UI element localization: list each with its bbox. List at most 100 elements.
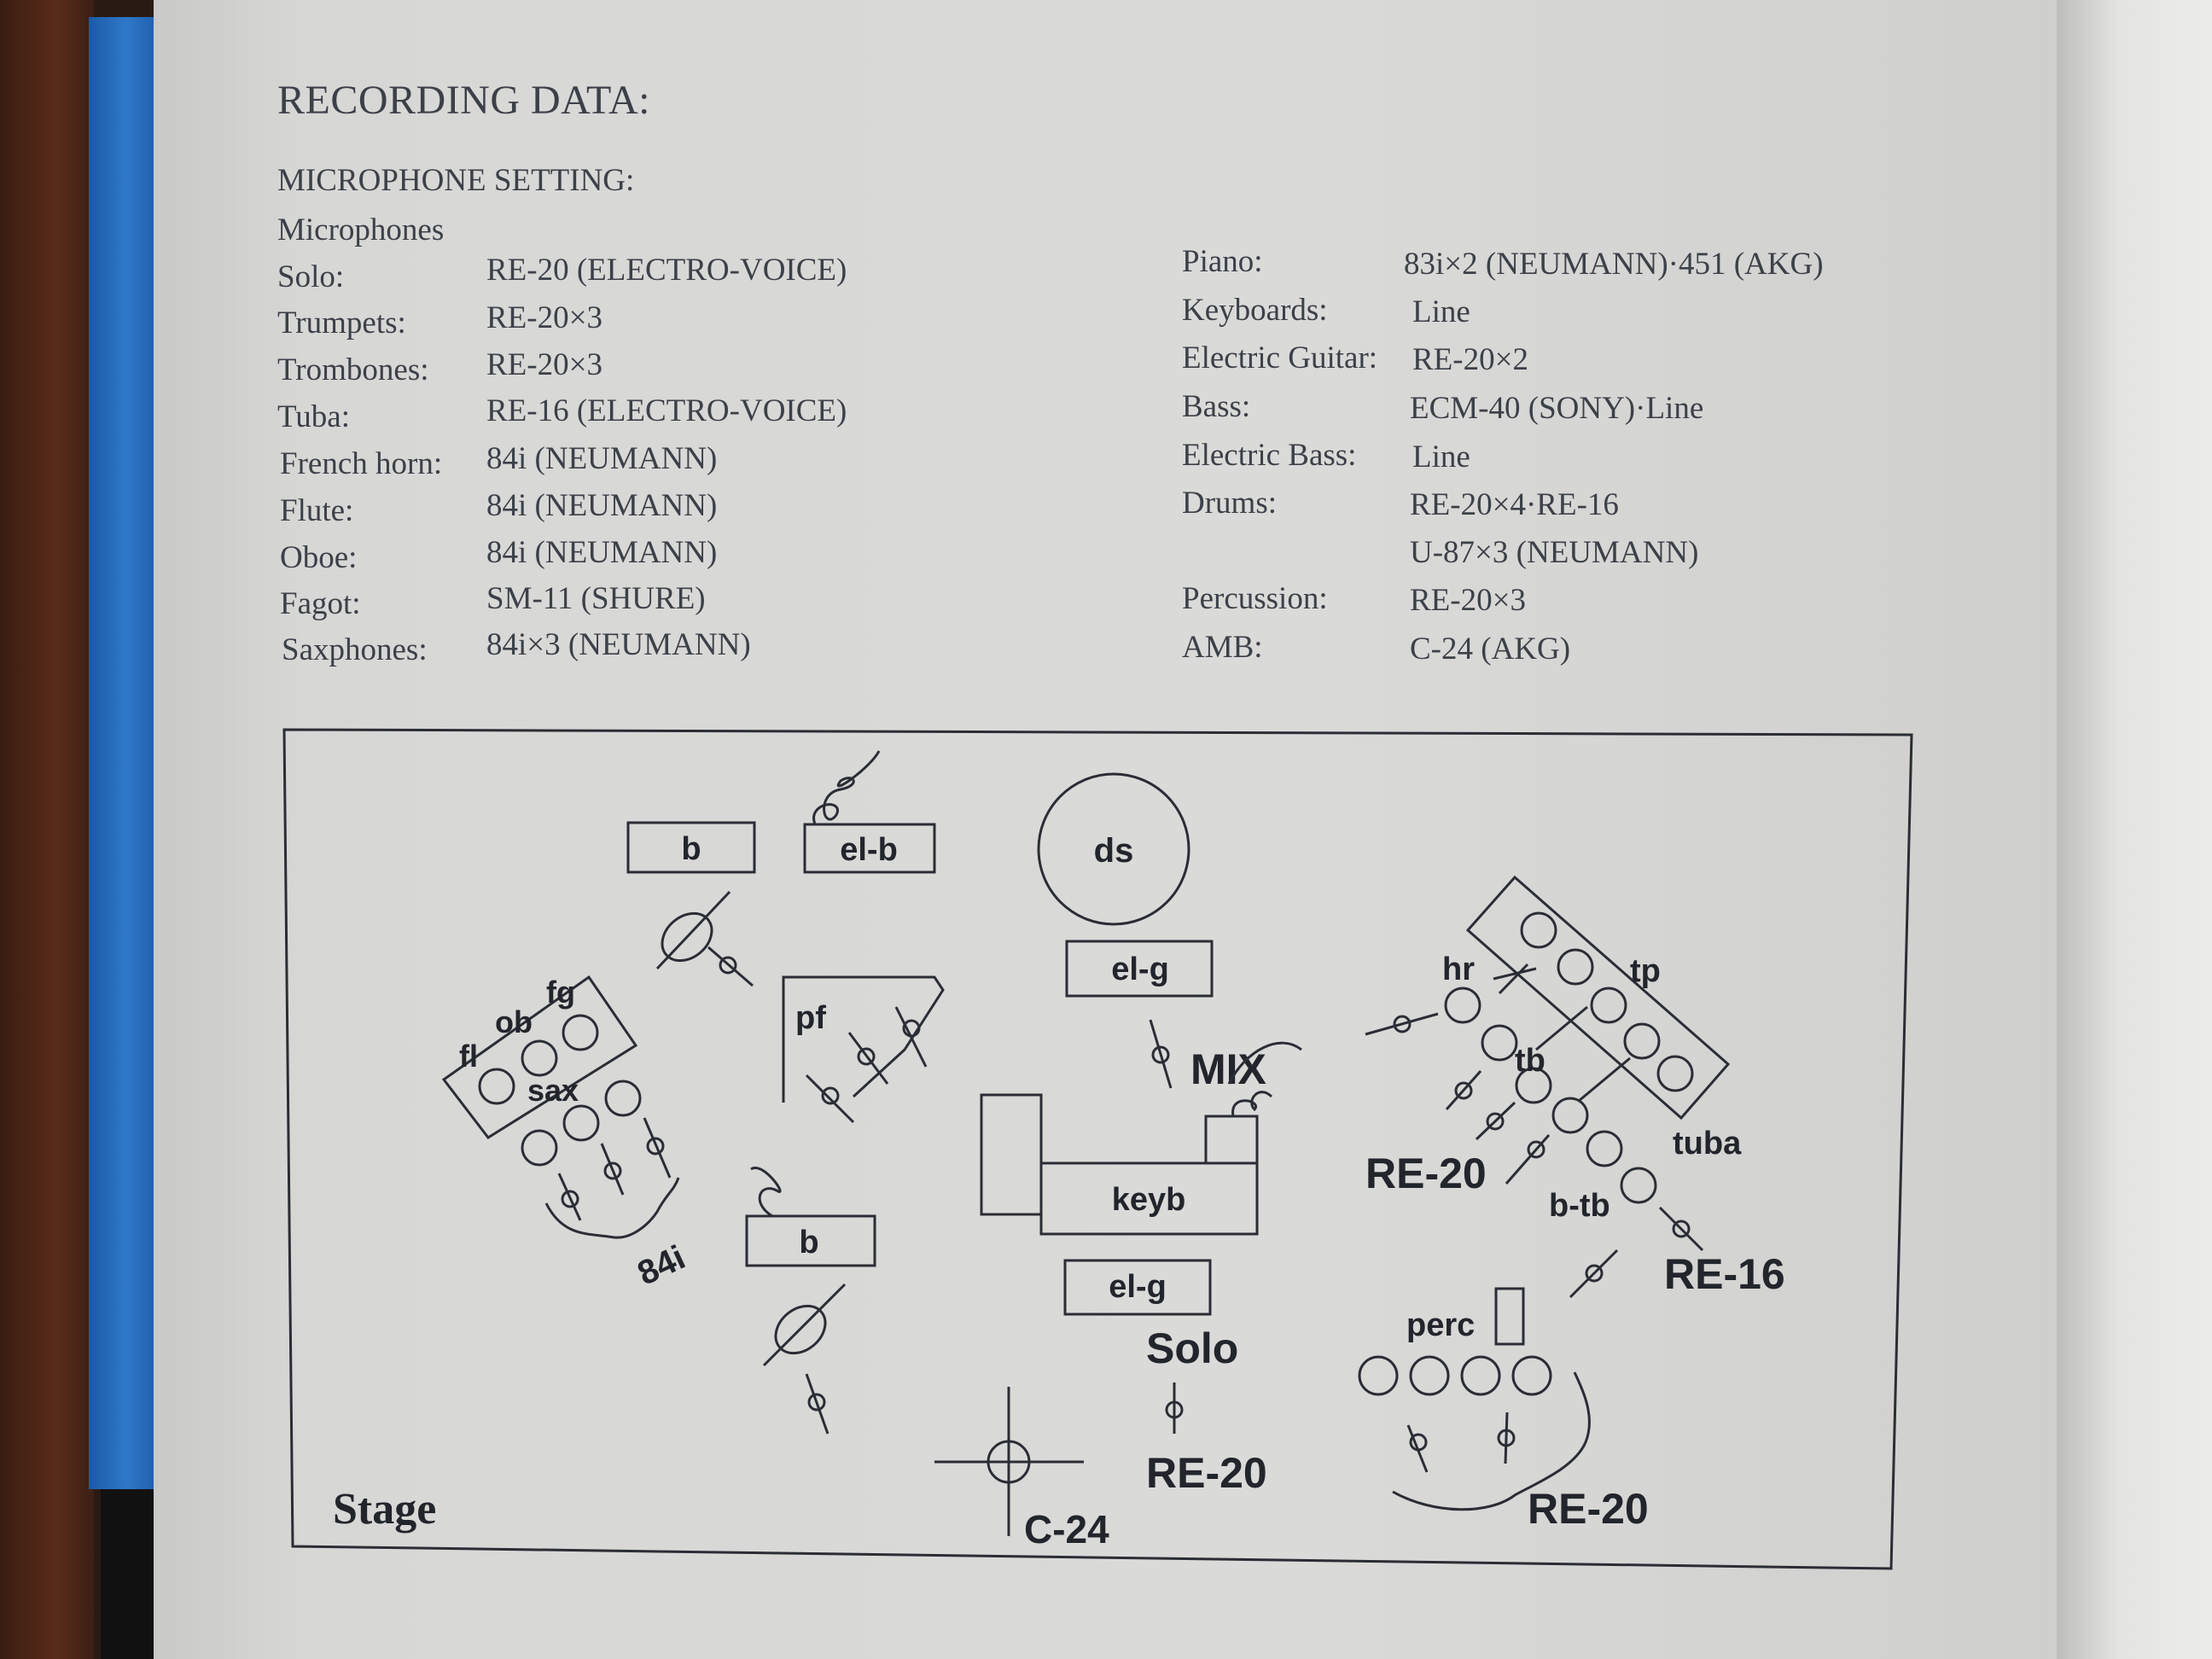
piano-outline <box>782 975 945 1103</box>
label-b-top: b <box>681 831 701 867</box>
sax-player-2-circle <box>562 1104 600 1142</box>
mic-value-keyboards: Line <box>1412 294 1470 329</box>
keyb-cable-icon <box>1231 1091 1273 1117</box>
keyboard-top-box <box>1204 1115 1259 1165</box>
b-tb-mic-icon <box>1569 1249 1619 1299</box>
label-pf: pf <box>795 1000 826 1036</box>
mic-label-electric-bass: Electric Bass: <box>1182 438 1357 473</box>
pf-mic-1-head-icon <box>821 1086 840 1105</box>
page-title: RECORDING DATA: <box>277 78 650 123</box>
perc-player-3-circle <box>1460 1355 1501 1396</box>
mic-value-flute: 84i (NEUMANN) <box>486 488 718 523</box>
el-b-box <box>803 823 936 874</box>
mic-value-electric-bass: Line <box>1412 439 1470 474</box>
label-fg: fg <box>546 975 575 1010</box>
label-b-bottom: b <box>799 1225 818 1260</box>
mic-label-trombones: Trombones: <box>277 352 429 387</box>
tb-mic-2-head-icon <box>1486 1112 1505 1131</box>
el-g-mic-head-icon <box>1151 1045 1170 1064</box>
booklet-page <box>154 0 2057 1659</box>
bass-mic-icon <box>707 946 754 987</box>
el-g-box-bottom <box>1063 1259 1212 1316</box>
tp-player-2-circle <box>1557 948 1594 986</box>
tb-mic-2-icon <box>1475 1101 1516 1141</box>
label-solo: Solo <box>1146 1324 1238 1372</box>
mic-label-piano: Piano: <box>1182 244 1263 279</box>
cable-el-b-icon <box>812 750 881 825</box>
perc-mic-2-head-icon <box>1497 1429 1516 1447</box>
mic-value-drums: RE-20×4·RE-16 <box>1410 487 1619 522</box>
pf-mic-2-icon <box>847 1032 889 1085</box>
tb-player-4-circle <box>1586 1130 1623 1167</box>
tuba-mic-icon <box>1658 1206 1704 1252</box>
perc-mic-1-head-icon <box>1409 1433 1428 1452</box>
label-re20-brass: RE-20 <box>1365 1150 1487 1197</box>
drums-circle <box>1037 772 1190 926</box>
sax-mic-1-head-icon <box>646 1137 665 1155</box>
sax-mic-2-icon <box>600 1143 625 1196</box>
label-tb: tb <box>1515 1043 1545 1079</box>
mic-value-oboe: 84i (NEUMANN) <box>486 535 718 570</box>
tb-mic-1-icon <box>1445 1070 1482 1110</box>
bass-instrument-icon <box>661 911 713 963</box>
cable-b-bottom-icon <box>750 1167 782 1218</box>
el-g-box-top <box>1065 940 1214 998</box>
label-re20-perc: RE-20 <box>1528 1485 1649 1533</box>
hr-mic-icon <box>1365 1012 1439 1036</box>
trumpet-riser <box>1465 875 1731 1121</box>
b-tb-player-circle <box>1620 1167 1657 1204</box>
label-keyb: keyb <box>1112 1182 1186 1218</box>
sax-mic-3-icon <box>557 1173 582 1221</box>
label-perc: perc <box>1406 1307 1475 1343</box>
label-ob: ob <box>495 1004 533 1039</box>
tp-mic-2-icon <box>1535 1005 1588 1051</box>
sax-brace <box>544 1177 680 1239</box>
tb-mic-3-icon <box>1505 1134 1551 1185</box>
mic-label-percussion: Percussion: <box>1182 581 1328 616</box>
bass-bottom-mic-icon <box>805 1373 830 1435</box>
label-ds: ds <box>1094 832 1134 870</box>
mic-value-saxophones: 84i×3 (NEUMANN) <box>486 627 751 662</box>
pf-mic-2-head-icon <box>857 1047 876 1066</box>
bass-bottom-instrument-icon <box>774 1304 827 1355</box>
mic-label-oboe: Oboe: <box>280 540 358 575</box>
mic-label-bass: Bass: <box>1182 389 1251 424</box>
bass-box-top <box>626 821 756 874</box>
b-tb-mic-head-icon <box>1585 1264 1604 1283</box>
label-tuba: tuba <box>1673 1126 1742 1161</box>
bass-box-bottom <box>745 1214 876 1267</box>
label-el-g-bottom: el-g <box>1109 1269 1167 1305</box>
perc-mic-2-icon <box>1504 1412 1509 1464</box>
label-el-g-top: el-g <box>1111 952 1169 987</box>
label-el-b: el-b <box>840 832 898 868</box>
tp-mic-1-stand-icon <box>1498 963 1529 995</box>
perc-player-2-circle <box>1409 1355 1450 1396</box>
fl-player-circle <box>478 1068 515 1105</box>
hr-mic-head-icon <box>1393 1015 1412 1033</box>
solo-mic-head-icon <box>1165 1400 1184 1419</box>
ob-player-circle <box>521 1039 558 1077</box>
tp-mic-1-icon <box>1493 967 1537 981</box>
section-title: MICROPHONE SETTING: <box>277 163 635 198</box>
table-surface <box>0 0 94 1659</box>
keyb-box <box>1039 1161 1259 1236</box>
mic-value-tuba: RE-16 (ELECTRO-VOICE) <box>486 393 847 428</box>
sax-mic-2-head-icon <box>603 1161 622 1180</box>
tuba-mic-head-icon <box>1672 1220 1691 1238</box>
label-84i: 84i <box>632 1238 691 1292</box>
tb-player-3-circle <box>1551 1097 1589 1134</box>
mic-value-percussion: RE-20×3 <box>1410 583 1526 618</box>
booklet-spine <box>89 17 157 1489</box>
mic-label-flute: Flute: <box>280 493 354 528</box>
label-re20-solo: RE-20 <box>1146 1449 1267 1497</box>
tb-player-1-circle <box>1481 1024 1518 1062</box>
facing-page-edge <box>2057 0 2212 1659</box>
tb-mic-1-head-icon <box>1454 1081 1473 1100</box>
keyboard-side-box <box>980 1093 1043 1216</box>
mic-label-drums: Drums: <box>1182 486 1277 521</box>
mic-label-french-horn: French horn: <box>280 446 443 481</box>
el-g-mic-icon <box>1149 1019 1173 1089</box>
mic-value-trombones: RE-20×3 <box>486 347 602 382</box>
mic-value-electric-guitar: RE-20×2 <box>1412 342 1528 377</box>
tb-player-2-circle <box>1515 1067 1552 1104</box>
